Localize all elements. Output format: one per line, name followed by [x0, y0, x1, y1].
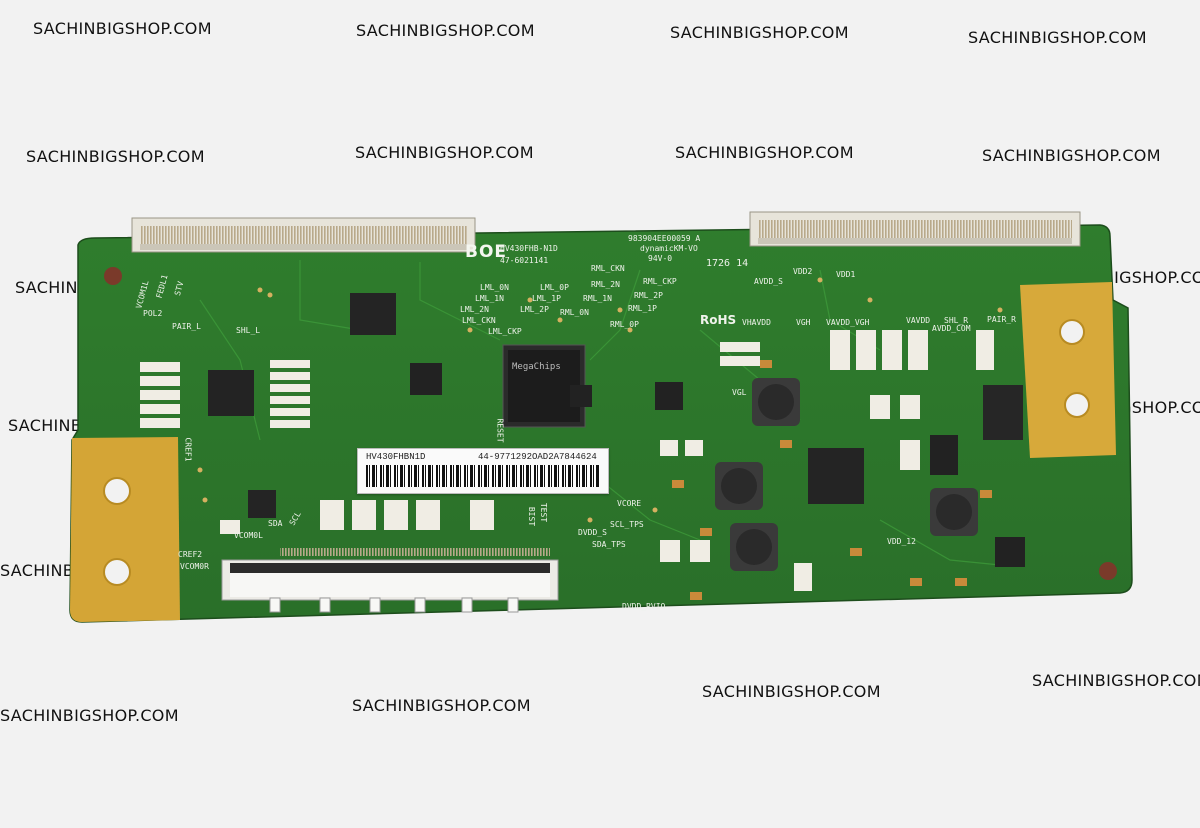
ic-chip: [930, 435, 958, 475]
ic-chip: [655, 382, 683, 410]
silk-label: VCOM0L: [234, 531, 263, 540]
silk-label: SHL_R: [944, 316, 969, 325]
watermark: SACHINBIGSHOP.COM: [352, 696, 531, 715]
watermark: SACHINBIGSHOP.COM: [675, 143, 854, 162]
watermark: SACHINBIGSHOP.COM: [1032, 671, 1200, 690]
silk-label: VAVDD: [906, 316, 931, 325]
silk-label: RML_1P: [628, 304, 657, 313]
inductor-100: [752, 378, 800, 426]
silk-label: LML_CKP: [488, 327, 522, 336]
barcode-label: HV430FHBN1D 44-9771292OAD2A7844624: [357, 448, 609, 494]
silk-label: VCORE: [617, 499, 642, 508]
fpc-connector: [131, 217, 476, 253]
silk-label: VAVDD_VGH: [826, 318, 870, 327]
silk-label: RML_CKN: [591, 264, 625, 273]
watermark: SACHINBIGSHOP.COM: [355, 143, 534, 162]
silk-label: PAIR_L: [172, 322, 201, 331]
code-text: 983904EE00059 A: [628, 234, 701, 243]
ic-chip: [570, 385, 592, 407]
gold-pad-left: [70, 437, 180, 622]
ic-chip: [502, 344, 586, 428]
ic-chip: [410, 363, 442, 395]
silk-label: LML_2P: [520, 305, 549, 314]
date-code: 1726 14: [706, 258, 749, 269]
silk-label: BIST: [527, 506, 537, 527]
silk-label: POL2: [143, 309, 163, 318]
gold-pad-right: [1020, 282, 1116, 458]
watermark: SACHINBIGSHOP.COM: [33, 19, 212, 38]
ic-chip: [208, 370, 254, 416]
label-serial: 44-9771292OAD2A7844624: [478, 452, 597, 462]
ic-chip: [350, 293, 396, 335]
model-text: 47-6021141: [500, 256, 549, 265]
silk-label: AVDD_COM: [932, 324, 971, 333]
barcode: [366, 465, 600, 487]
silk-label: SCL_TPS: [610, 520, 644, 529]
silk-label: RML_0P: [610, 320, 639, 329]
fpc-connector: [221, 559, 559, 613]
silk-label: LML_0N: [480, 283, 509, 292]
silk-label: VGH: [796, 318, 811, 327]
silk-label: VHAVDD: [742, 318, 771, 327]
silk-label: RML_1N: [583, 294, 612, 303]
watermark: SACHINBIGSHOP.COM: [356, 21, 535, 40]
silk-label: LML_2N: [460, 305, 489, 314]
silk-label: VDD1: [836, 270, 856, 279]
watermark: SACHINBIGSHOP.COM: [670, 23, 849, 42]
ic-chip: [983, 385, 1023, 440]
silk-label: RML_2P: [634, 291, 663, 300]
silk-label: LML_1P: [532, 294, 561, 303]
brand-logo: BOE: [465, 242, 508, 262]
silk-label: SHL_L: [236, 326, 261, 335]
silk-label: CREF2: [178, 550, 203, 559]
silk-label: DVDD_S: [578, 528, 607, 537]
ic-chip: [808, 448, 864, 504]
watermark: SACHINBIGSHOP.COM: [26, 147, 205, 166]
watermark: SACHINBIGSHOP.COM: [702, 682, 881, 701]
silk-label: LML_0P: [540, 283, 569, 292]
silk-label: RML_0N: [560, 308, 589, 317]
silk-label: LML_1N: [475, 294, 504, 303]
rohs-mark: RoHS: [700, 313, 737, 327]
code-text: 94V-0: [648, 254, 673, 263]
silk-label: SDA: [268, 519, 283, 528]
silk-label: DVDD_RVIO: [622, 602, 666, 611]
inductor-100: [730, 523, 778, 571]
inductor-100: [930, 488, 978, 536]
silk-label: VCOM0R: [180, 562, 209, 571]
watermark: SACHINBIGSHOP.COM: [968, 28, 1147, 47]
silk-label: VDD_12: [887, 537, 916, 546]
inductor-100: [715, 462, 763, 510]
silk-label: LML_CKN: [462, 316, 496, 325]
silk-label: AVDD_S: [754, 277, 783, 286]
silk-label: CREF1: [183, 437, 193, 462]
silk-label: RML_CKP: [643, 277, 677, 286]
label-part-number: HV430FHBN1D: [366, 452, 426, 462]
ic-chip: [248, 490, 276, 518]
watermark: SACHINBIGSHOP.COM: [0, 706, 179, 725]
silk-label: TEST: [539, 502, 549, 523]
silk-label: VDD2: [793, 267, 813, 276]
silk-label: VGL: [732, 388, 747, 397]
code-text: dynamicKM-VO: [640, 244, 698, 253]
silk-label: RESET: [495, 418, 505, 443]
silk-label: RML_2N: [591, 280, 620, 289]
model-text: HV430FHB-N1D: [500, 244, 558, 253]
silk-label: PAIR_R: [987, 315, 1016, 324]
silk-label: SDA_TPS: [592, 540, 626, 549]
fpc-connector: [749, 211, 1081, 247]
chip-brand: MegaChips: [512, 362, 561, 372]
watermark: SACHINBIGSHOP.COM: [982, 146, 1161, 165]
